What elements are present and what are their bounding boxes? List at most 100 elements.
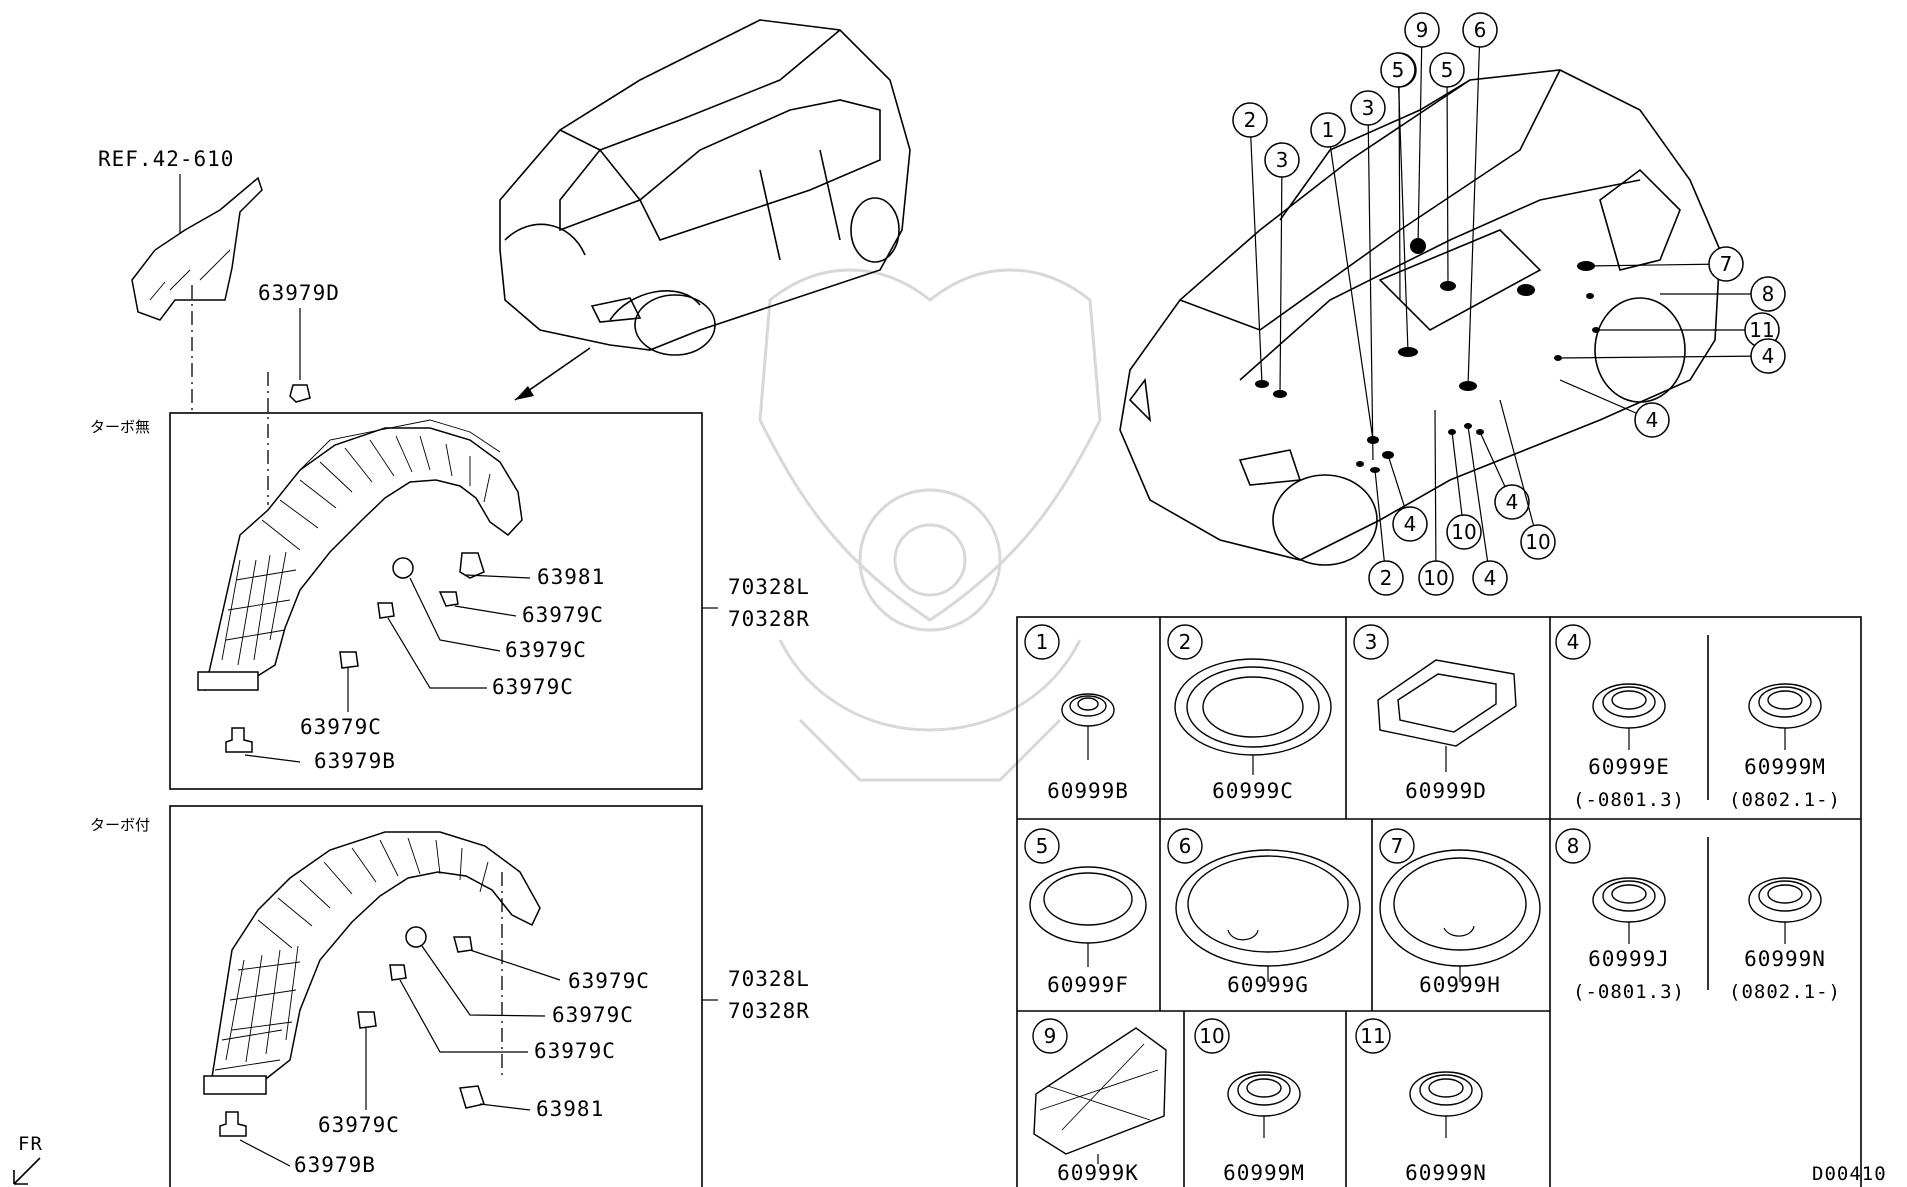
fender-liner-turbo bbox=[203, 831, 541, 1095]
part-icon-60999n bbox=[1409, 1071, 1483, 1138]
car-marker-label: 4 bbox=[1506, 490, 1519, 514]
car-marker-8: 8 bbox=[1660, 276, 1786, 312]
car-marker-5: 5 bbox=[1429, 52, 1465, 287]
callout-g2-63979b: 63979B bbox=[294, 1153, 376, 1177]
part-code: 60999N bbox=[1744, 947, 1826, 971]
callout-63979d: 63979D bbox=[258, 281, 340, 305]
car-marker-label: 10 bbox=[1451, 520, 1476, 544]
diagram-code: D00410 bbox=[1812, 1163, 1887, 1185]
part-code: 60999H bbox=[1419, 973, 1501, 997]
car-marker-label: 2 bbox=[1380, 566, 1393, 590]
car-marker-7: 7 bbox=[1585, 246, 1744, 282]
cell-number-marker bbox=[1353, 624, 1389, 660]
clip-g1-d bbox=[339, 651, 359, 669]
part-code: 60999M bbox=[1744, 755, 1826, 779]
car-markers: 9556231357811444441010102 bbox=[1232, 12, 1786, 596]
cell-number-marker bbox=[1379, 828, 1415, 864]
parts-cell-6: 6 60999G bbox=[1167, 828, 1361, 997]
callout-g2-63979c-a: 63979C bbox=[568, 969, 650, 993]
parts-table: 160999B260999C360999D460999E(-0801.3)609… bbox=[1016, 616, 1862, 1187]
callout-g1-63979c-d: 63979C bbox=[300, 715, 382, 739]
part-note: (-0801.3) bbox=[1573, 789, 1685, 811]
part-code: 60999M bbox=[1223, 1161, 1305, 1185]
car-marker-label: 10 bbox=[1525, 530, 1550, 554]
callout-g1-63979c-b: 63979C bbox=[505, 638, 587, 662]
car-marker-5: 5 bbox=[1380, 52, 1416, 353]
car-marker-label: 5 bbox=[1441, 58, 1454, 82]
cell-number-marker bbox=[1032, 1018, 1068, 1054]
cell-number: 8 bbox=[1567, 834, 1580, 858]
part-code: 60999G bbox=[1227, 973, 1309, 997]
part-icon-60999k bbox=[1033, 1027, 1167, 1164]
fender-liner-no-turbo bbox=[197, 419, 523, 691]
car-marker-label: 5 bbox=[1392, 58, 1405, 82]
bolt-63981-g1 bbox=[459, 552, 485, 579]
part-icon-60999e bbox=[1592, 683, 1666, 750]
cell-number: 5 bbox=[1036, 834, 1049, 858]
group1-frame bbox=[169, 412, 703, 790]
part-note: (-0801.3) bbox=[1573, 981, 1685, 1003]
clip-g2-c bbox=[389, 964, 407, 981]
car-marker-label: 10 bbox=[1423, 566, 1448, 590]
part-icon-60999f bbox=[1029, 866, 1147, 967]
car-marker-11: 11 bbox=[1596, 312, 1780, 348]
fr-label: FR bbox=[18, 1133, 43, 1155]
cell-number: 6 bbox=[1179, 834, 1192, 858]
car-marker-label: 6 bbox=[1474, 18, 1487, 42]
callout-g1-63979c-a: 63979C bbox=[522, 603, 604, 627]
car-marker-label: 4 bbox=[1762, 344, 1775, 368]
car-marker-label: 8 bbox=[1762, 282, 1775, 306]
callout-g1-63979c-c: 63979C bbox=[492, 675, 574, 699]
assembly-g1-left: 70328L bbox=[728, 575, 810, 599]
car-marker-4: 4 bbox=[1557, 338, 1786, 374]
car-marker-3: 3 bbox=[1350, 90, 1386, 461]
part-icon-60999b bbox=[1061, 693, 1115, 760]
callout-g1-63979b: 63979B bbox=[314, 749, 396, 773]
group1-title: ターボ無 bbox=[90, 418, 150, 436]
cell-number: 2 bbox=[1179, 630, 1192, 654]
part-code: 60999J bbox=[1588, 947, 1670, 971]
parts-cell-8: 8 60999J (-0801.3) 60999N (0802.1-) bbox=[1555, 828, 1841, 1003]
car-illustration-front bbox=[499, 19, 911, 356]
parts-cell-2: 2 60999C bbox=[1167, 624, 1332, 803]
car-marker-4: 4 bbox=[1387, 454, 1428, 542]
cell-number-marker bbox=[1555, 828, 1591, 864]
cell-number: 3 bbox=[1365, 630, 1378, 654]
part-note: (0802.1-) bbox=[1729, 981, 1841, 1003]
part-code: 60999C bbox=[1212, 779, 1294, 803]
cell-number-marker bbox=[1167, 828, 1203, 864]
car-marker-label: 4 bbox=[1484, 566, 1497, 590]
part-code: 60999F bbox=[1047, 973, 1129, 997]
cell-number-marker bbox=[1355, 1018, 1391, 1054]
car-marker-label: 4 bbox=[1646, 408, 1659, 432]
cell-number: 11 bbox=[1360, 1024, 1385, 1048]
bolt-63981-g2 bbox=[459, 1085, 485, 1109]
clip-g1-c bbox=[377, 602, 395, 619]
fr-arrow-icon bbox=[13, 1157, 41, 1185]
cell-number-marker bbox=[1194, 1018, 1230, 1054]
cell-number: 4 bbox=[1567, 630, 1580, 654]
car-marker-label: 4 bbox=[1404, 512, 1417, 536]
cell-number-marker bbox=[1167, 624, 1203, 660]
car-marker-10: 10 bbox=[1446, 431, 1482, 550]
parts-cell-5: 5 60999F bbox=[1024, 828, 1147, 997]
group2-title: ターボ付 bbox=[90, 816, 150, 834]
pointer-arrowhead-icon bbox=[515, 386, 534, 400]
part-code: 60999E bbox=[1588, 755, 1670, 779]
ref-bracket-part bbox=[131, 176, 263, 321]
assembly-g1-right: 70328R bbox=[728, 607, 810, 631]
clip-g1-b bbox=[392, 557, 414, 579]
assembly-g2-left: 70328L bbox=[728, 967, 810, 991]
part-icon-60999m bbox=[1748, 683, 1822, 750]
plug-dots bbox=[1255, 238, 1600, 473]
part-icon-60999j bbox=[1592, 877, 1666, 944]
cell-number: 1 bbox=[1036, 630, 1049, 654]
part-icon-60999d bbox=[1377, 659, 1517, 772]
clip-g2-d bbox=[357, 1011, 377, 1029]
